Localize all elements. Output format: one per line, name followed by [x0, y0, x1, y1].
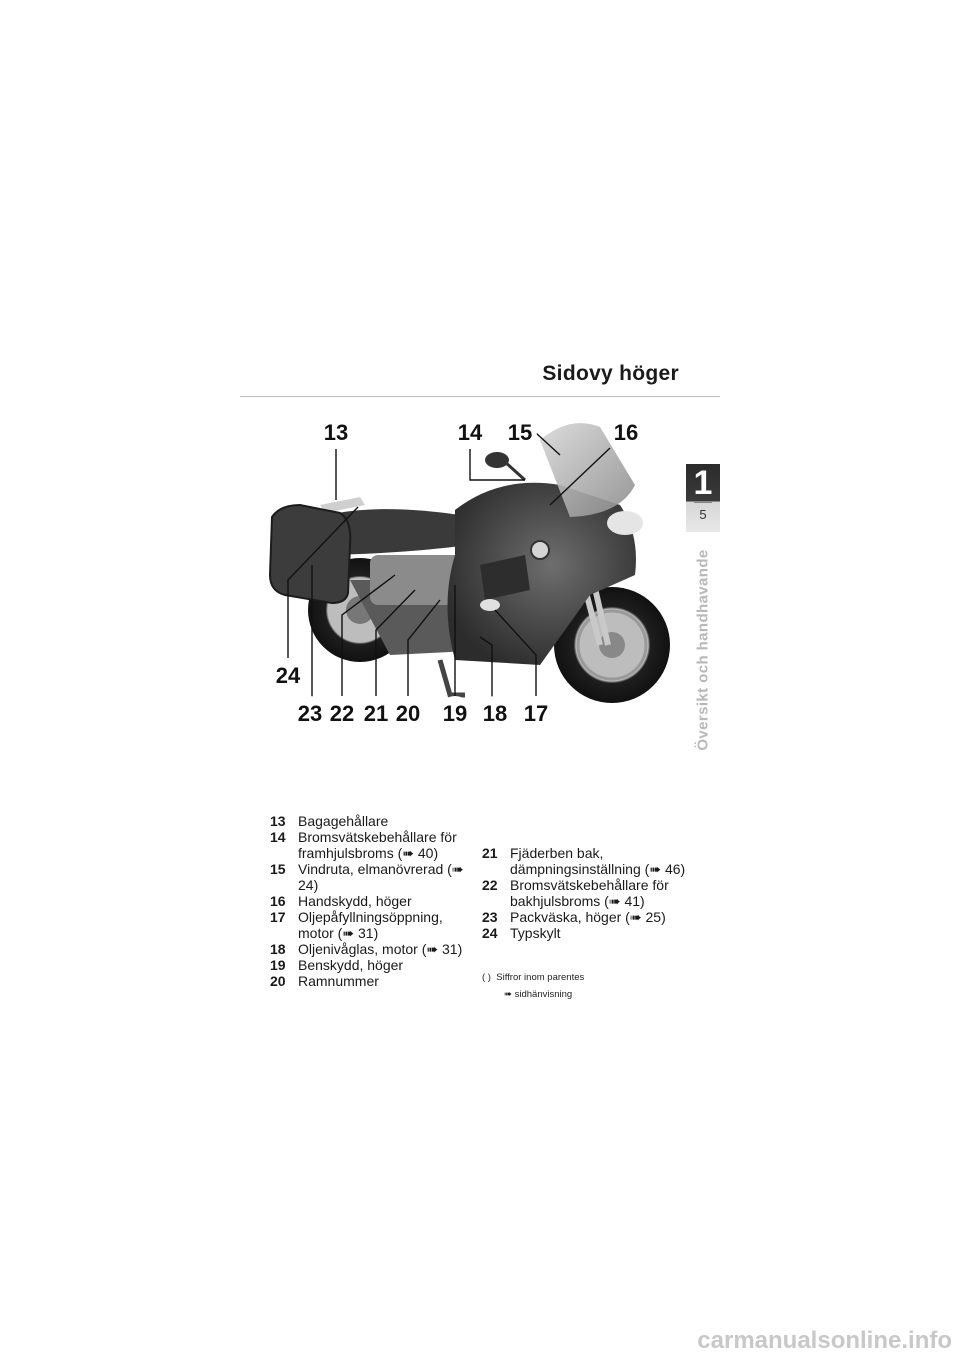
- callout-group: 13 14 15 16 24 23 22 21 20 19 18 17: [271, 415, 643, 730]
- callout-23: 23: [293, 696, 327, 730]
- tab-divider: [694, 502, 712, 503]
- svg-text:21: 21: [364, 701, 388, 726]
- svg-text:23: 23: [298, 701, 322, 726]
- page-number: 5: [699, 507, 707, 522]
- svg-text:14: 14: [458, 420, 483, 445]
- motorcycle-photo: 13 14 15 16 24 23 22 21 20 19 18 17: [268, 415, 670, 730]
- callout-16: 16: [609, 415, 643, 449]
- callout-18: 18: [478, 696, 512, 730]
- svg-text:20: 20: [396, 701, 420, 726]
- fairing: [447, 482, 636, 665]
- legend: ( ) Siffror inom parentes ➠ sidhänvisnin…: [482, 969, 584, 1003]
- legend-paren-row: ( ) Siffror inom parentes: [482, 972, 585, 983]
- callout-14: 14: [453, 415, 487, 449]
- page-ref-arrow-icon: ➠: [426, 941, 439, 957]
- svg-text:24: 24: [276, 663, 301, 688]
- title-divider: [240, 396, 720, 397]
- page-ref-arrow-icon: ➠: [608, 893, 621, 909]
- page-ref-arrow-icon: ➠: [451, 861, 464, 877]
- svg-text:15: 15: [508, 420, 532, 445]
- legend-arrow-row: ➠ sidhänvisning: [504, 989, 573, 1000]
- callout-13: 13: [319, 415, 353, 449]
- svg-text:22: 22: [330, 701, 354, 726]
- paren-symbol: ( ): [482, 972, 491, 983]
- callout-19: 19: [438, 696, 472, 730]
- svg-text:16: 16: [614, 420, 638, 445]
- watermark: carmanualsonline.info: [697, 1327, 952, 1354]
- callout-15: 15: [503, 415, 537, 449]
- mirror: [485, 452, 509, 468]
- page-ref-arrow-icon: ➠: [342, 925, 355, 941]
- page-ref-arrow-icon: ➠: [402, 845, 414, 861]
- callout-22: 22: [325, 696, 359, 730]
- callout-21: 21: [359, 696, 393, 730]
- svg-text:18: 18: [483, 701, 507, 726]
- callout-24: 24: [271, 658, 305, 692]
- chapter-tab: 1 5: [686, 464, 720, 532]
- callout-20: 20: [391, 696, 425, 730]
- svg-text:17: 17: [524, 701, 548, 726]
- svg-text:13: 13: [324, 420, 348, 445]
- page-ref-arrow-icon: ➠: [629, 909, 642, 925]
- chapter-number: 1: [693, 464, 713, 502]
- pannier: [268, 503, 352, 605]
- page-ref-arrow-icon: ➠: [649, 861, 662, 877]
- page-title: Sidovy höger: [542, 362, 679, 385]
- leader-lines: [287, 432, 611, 700]
- svg-text:19: 19: [443, 701, 467, 726]
- page-ref-arrow-icon: ➠: [504, 989, 512, 1000]
- luggage-rack: [320, 497, 365, 513]
- callout-17: 17: [519, 696, 553, 730]
